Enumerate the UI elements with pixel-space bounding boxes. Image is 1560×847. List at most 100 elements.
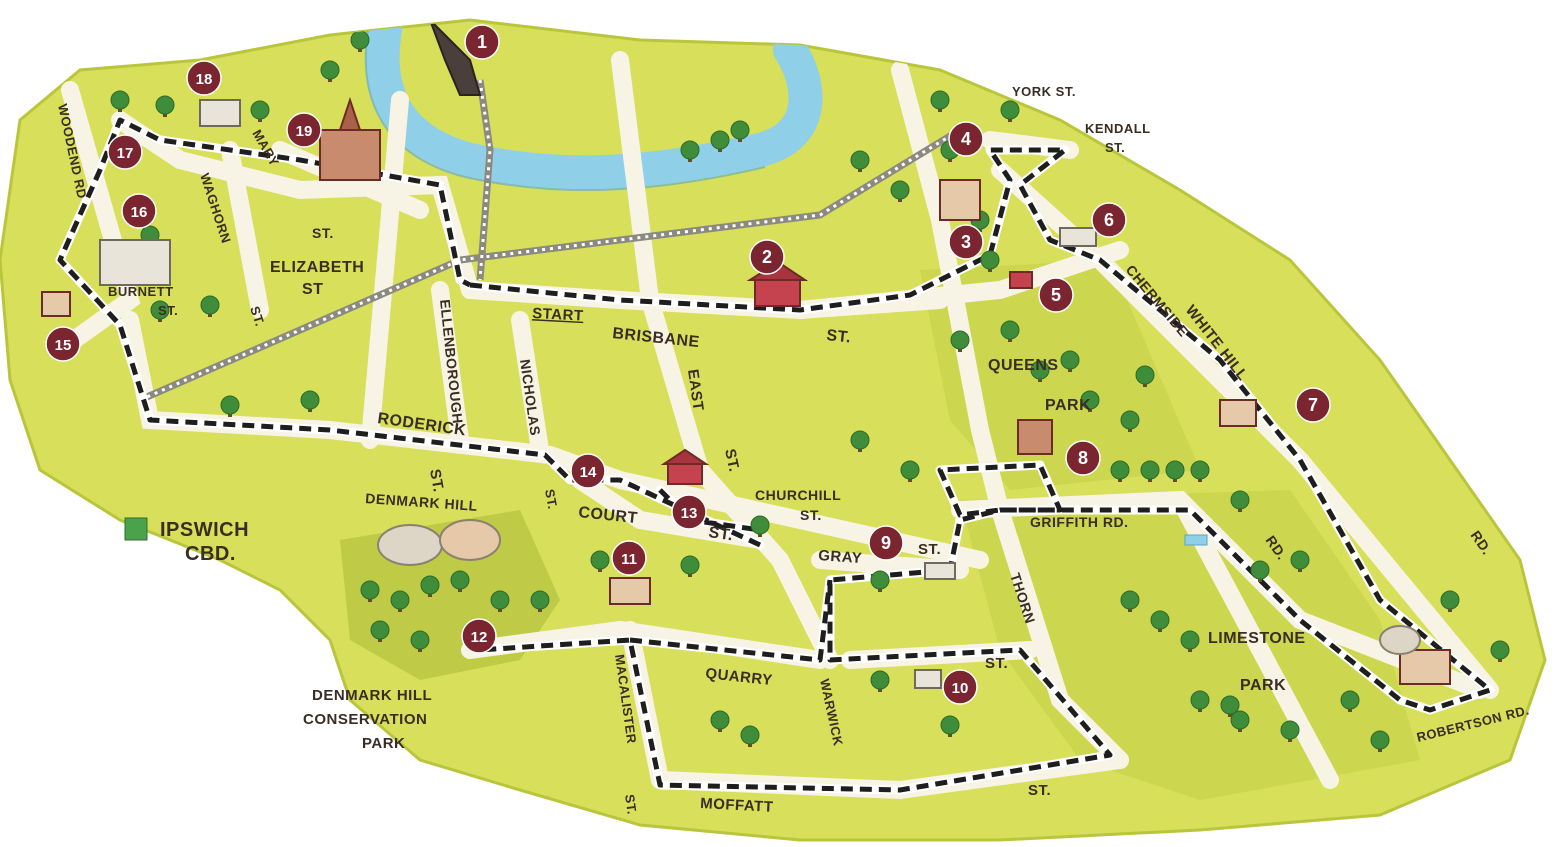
stop-marker-badge <box>45 326 81 362</box>
tree-crown <box>1490 640 1510 660</box>
tree-crown <box>680 140 700 160</box>
stop-marker-15[interactable]: 15 <box>45 326 81 362</box>
street-label-elizabeth: ELIZABETH <box>270 259 364 276</box>
tree-crown <box>1060 350 1080 370</box>
tree-crown <box>1000 320 1020 340</box>
tree-crown <box>850 150 870 170</box>
stop-marker-14[interactable]: 14 <box>570 453 606 489</box>
stop-marker-3[interactable]: 3 <box>948 224 984 260</box>
stop-marker-7[interactable]: 7 <box>1295 387 1331 423</box>
stop-marker-11[interactable]: 11 <box>611 540 647 576</box>
tree-icon <box>370 620 390 642</box>
place-labels: QUEENS PARK LIMESTONE PARK DENMARK HILL … <box>303 357 1305 752</box>
stop-marker-number: 15 <box>55 337 72 354</box>
tree-cluster <box>110 30 1510 752</box>
stop-marker-12[interactable]: 12 <box>461 618 497 654</box>
railway-north <box>476 79 494 281</box>
street-label-roderick-st: ST. <box>426 468 447 494</box>
stop-marker-number: 18 <box>196 71 213 88</box>
stop-marker-2[interactable]: 2 <box>749 239 785 275</box>
stop-marker-9[interactable]: 9 <box>868 525 904 561</box>
tree-icon <box>1440 590 1460 612</box>
place-label-queens-park: PARK <box>1045 397 1091 414</box>
stop-marker-17[interactable]: 17 <box>107 134 143 170</box>
tree-icon <box>1340 690 1360 712</box>
street-label-kendall: KENDALL <box>1085 121 1151 136</box>
tree-icon <box>1230 490 1250 512</box>
tree-crown <box>370 620 390 640</box>
street-label-burnett-st: ST. <box>158 303 178 318</box>
tree-icon <box>320 60 340 82</box>
stop-marker-number: 19 <box>296 123 313 140</box>
stop-marker-10[interactable]: 10 <box>942 669 978 705</box>
stop-marker-number: 4 <box>961 129 971 149</box>
tree-icon <box>950 330 970 352</box>
street-label-quarry-st: ST. <box>985 655 1008 672</box>
street-label-moffatt-st: ST. <box>1028 782 1051 799</box>
stop-marker-number: 11 <box>621 551 637 568</box>
stop-marker-badge <box>121 193 157 229</box>
tree-crown <box>870 570 890 590</box>
street-label-kendall-st: ST. <box>1105 140 1125 155</box>
tree-icon <box>900 460 920 482</box>
railway-sleepers <box>139 128 961 402</box>
street-label-gray-st: ST. <box>918 541 941 558</box>
house-icon <box>199 99 241 127</box>
tree-crown <box>420 575 440 595</box>
stop-marker-number: 8 <box>1078 448 1088 468</box>
tree-icon <box>420 575 440 597</box>
church-icon <box>319 129 381 181</box>
tree-icon <box>490 590 510 612</box>
stop-marker-19[interactable]: 19 <box>286 112 322 148</box>
tree-icon <box>1120 410 1140 432</box>
tree-crown <box>360 580 380 600</box>
queens-park-shade <box>920 260 1200 490</box>
tree-icon <box>390 590 410 612</box>
stop-marker-badge <box>749 239 785 275</box>
tree-icon <box>1000 100 1020 122</box>
tree-icon <box>200 295 220 317</box>
tree-crown <box>1000 100 1020 120</box>
tree-icon <box>1120 590 1140 612</box>
stop-marker-5[interactable]: 5 <box>1038 277 1074 313</box>
tree-icon <box>710 130 730 152</box>
stop-marker-4[interactable]: 4 <box>948 121 984 157</box>
reservoir-icon <box>439 519 501 561</box>
stop-marker-1[interactable]: 1 <box>464 24 500 60</box>
tree-crown <box>750 515 770 535</box>
tree-icon <box>1165 460 1185 482</box>
stop-marker-18[interactable]: 18 <box>186 60 222 96</box>
stop-marker-number: 13 <box>681 505 698 522</box>
tree-crown <box>1280 720 1300 740</box>
legend-label-line1: IPSWICH <box>160 519 249 541</box>
stop-marker-badge <box>107 134 143 170</box>
place-label-limestone-park: PARK <box>1240 677 1286 694</box>
stop-marker-16[interactable]: 16 <box>121 193 157 229</box>
house-icon <box>41 291 71 317</box>
building-icon <box>667 461 703 485</box>
tree-icon <box>1190 460 1210 482</box>
tree-crown <box>1250 560 1270 580</box>
tree-icon <box>930 90 950 112</box>
tree-crown <box>1140 460 1160 480</box>
tree-icon <box>710 710 730 732</box>
street-label-burnett: BURNETT <box>108 284 174 299</box>
street-label-east: EAST <box>684 368 707 412</box>
stop-marker-13[interactable]: 13 <box>671 494 707 530</box>
tree-crown <box>1120 590 1140 610</box>
street-label-brisbane-st: ST. <box>826 327 852 346</box>
street-label-denmark-st: ST. <box>542 488 560 511</box>
tree-crown <box>1120 410 1140 430</box>
tree-icon <box>890 180 910 202</box>
stop-marker-6[interactable]: 6 <box>1091 202 1127 238</box>
street-label-macalister-st: ST. <box>622 793 640 815</box>
tree-crown <box>300 390 320 410</box>
tree-icon <box>740 725 760 747</box>
tree-crown <box>150 300 170 320</box>
stop-marker-badge <box>948 121 984 157</box>
stop-marker-badge <box>1091 202 1127 238</box>
tree-crown <box>710 710 730 730</box>
stop-marker-8[interactable]: 8 <box>1065 440 1101 476</box>
